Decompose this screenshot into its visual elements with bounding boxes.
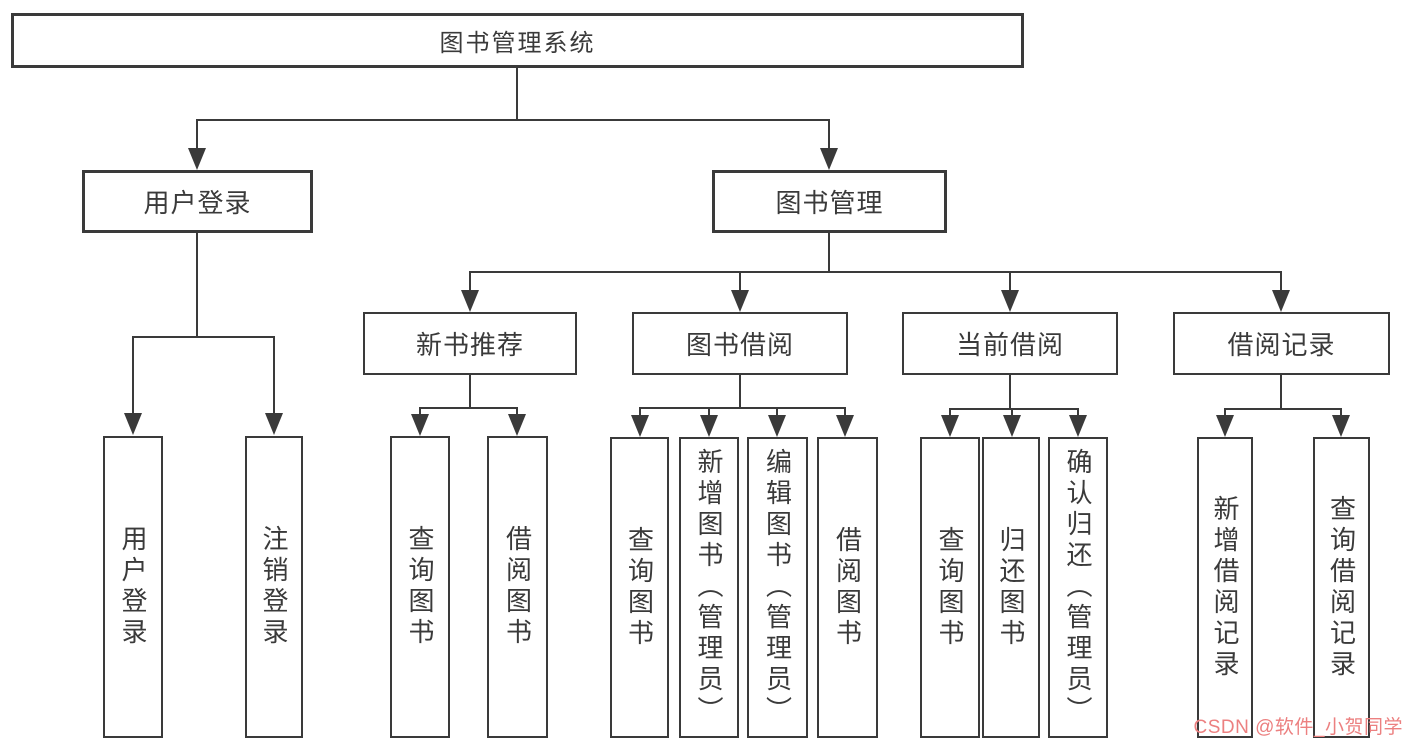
node-borrow-records: 借阅记录: [1173, 312, 1390, 375]
leaf-query-books-newbooks: 查询图书: [390, 436, 450, 738]
leaf-borrow-books-borrow: 借阅图书: [817, 437, 878, 738]
connector-stub: [1011, 408, 1013, 415]
node-new-book-recommend: 新书推荐: [363, 312, 577, 375]
connector-level3-rail: [469, 271, 1282, 273]
leaf-label: 借阅图书: [502, 525, 533, 649]
connector-user-login-rail: [132, 336, 275, 338]
connector-stub: [828, 119, 830, 148]
arrow-down-icon: [836, 415, 854, 437]
arrow-down-icon: [700, 415, 718, 437]
arrow-down-icon: [461, 290, 479, 312]
connector-stub: [419, 407, 421, 414]
connector-current-borrow-rail: [949, 408, 1079, 410]
leaf-query-borrow-record: 查询借阅记录: [1313, 437, 1370, 738]
node-library-management-system: 图书管理系统: [11, 13, 1024, 68]
node-current-borrow: 当前借阅: [902, 312, 1118, 375]
arrow-down-icon: [411, 414, 429, 436]
leaf-add-books-admin: 新增图书（管理员）: [679, 437, 739, 738]
arrow-down-icon: [1272, 290, 1290, 312]
leaf-label: 查询图书: [624, 525, 655, 650]
connector-stub: [196, 119, 198, 148]
csdn-watermark: CSDN @软件_小贺同学: [1193, 717, 1403, 738]
connector-current-borrow-trunk: [1009, 375, 1011, 410]
leaf-return-books: 归还图书: [982, 437, 1040, 738]
leaf-label: 查询借阅记录: [1326, 494, 1357, 681]
arrow-down-icon: [188, 148, 206, 170]
connector-borrow-records-trunk: [1280, 375, 1282, 410]
leaf-add-borrow-record: 新增借阅记录: [1197, 437, 1253, 738]
connector-borrow-records-rail: [1224, 408, 1342, 410]
leaf-label: 归还图书: [996, 525, 1026, 650]
arrow-down-icon: [1001, 290, 1019, 312]
leaf-borrow-books-newbooks: 借阅图书: [487, 436, 548, 738]
connector-stub: [1224, 408, 1226, 415]
arrow-down-icon: [1332, 415, 1350, 437]
arrow-down-icon: [631, 415, 649, 437]
connector-new-books-rail: [419, 407, 518, 409]
connector-stub: [1009, 271, 1011, 290]
connector-stub: [469, 271, 471, 290]
connector-stub: [739, 271, 741, 290]
connector-stub: [273, 336, 275, 413]
connector-book-borrow-rail: [639, 407, 846, 409]
connector-new-books-trunk: [469, 375, 471, 409]
node-book-management: 图书管理: [712, 170, 947, 233]
leaf-logout: 注销登录: [245, 436, 303, 738]
connector-stub: [516, 407, 518, 414]
connector-stub: [1077, 408, 1079, 415]
connector-stub: [1280, 271, 1282, 290]
connector-stub: [949, 408, 951, 415]
leaf-edit-books-admin: 编辑图书（管理员）: [747, 437, 808, 738]
connector-book-mgmt-trunk: [828, 233, 830, 273]
arrow-down-icon: [941, 415, 959, 437]
connector-stub: [639, 407, 641, 415]
connector-stub: [132, 336, 134, 413]
leaf-label: 借阅图书: [832, 525, 863, 650]
leaf-label: 查询图书: [405, 525, 435, 649]
leaf-label: 编辑图书（管理员）: [762, 448, 793, 727]
leaf-confirm-return-admin: 确认归还（管理员）: [1048, 437, 1108, 738]
connector-stub: [776, 407, 778, 415]
arrow-down-icon: [768, 415, 786, 437]
connector-book-borrow-trunk: [739, 375, 741, 409]
node-book-borrow: 图书借阅: [632, 312, 848, 375]
arrow-down-icon: [1003, 415, 1021, 437]
arrow-down-icon: [508, 414, 526, 436]
leaf-label: 新增借阅记录: [1210, 494, 1240, 681]
arrow-down-icon: [124, 413, 142, 435]
leaf-label: 确认归还（管理员）: [1063, 448, 1093, 727]
arrow-down-icon: [820, 148, 838, 170]
connector-root-trunk: [516, 68, 518, 121]
leaf-label: 查询图书: [935, 525, 965, 650]
arrow-down-icon: [731, 290, 749, 312]
leaf-query-books-borrow: 查询图书: [610, 437, 669, 738]
leaf-label: 注销登录: [259, 525, 289, 649]
node-user-login: 用户登录: [82, 170, 313, 233]
leaf-user-login: 用户登录: [103, 436, 163, 738]
connector-stub: [1340, 408, 1342, 415]
leaf-label: 新增图书（管理员）: [694, 448, 724, 727]
arrow-down-icon: [1216, 415, 1234, 437]
connector-user-login-trunk: [196, 233, 198, 338]
connector-stub: [844, 407, 846, 415]
connector-stub: [708, 407, 710, 415]
connector-level2-rail: [196, 119, 830, 121]
arrow-down-icon: [265, 413, 283, 435]
leaf-query-books-current: 查询图书: [920, 437, 980, 738]
leaf-label: 用户登录: [118, 525, 148, 649]
arrow-down-icon: [1069, 415, 1087, 437]
